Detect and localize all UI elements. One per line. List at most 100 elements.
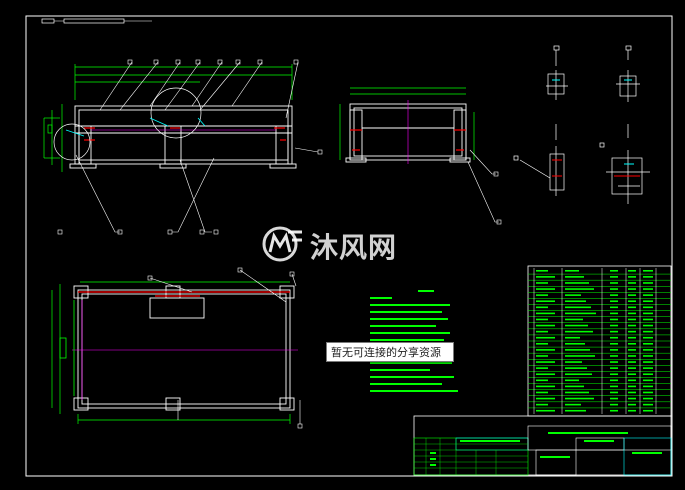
- parts-list-entry: [628, 282, 636, 284]
- parts-list-entry: [610, 288, 618, 290]
- parts-list-entry: [610, 367, 618, 369]
- detail-b: [616, 45, 640, 102]
- parts-list-entry: [628, 318, 636, 321]
- parts-list-entry: [610, 300, 618, 303]
- parts-list-columns: [533, 268, 657, 414]
- parts-list-entry: [536, 385, 555, 388]
- parts-list-entry: [536, 282, 548, 284]
- parts-list-entry: [643, 270, 653, 272]
- parts-list-entry: [643, 288, 653, 290]
- parts-list-entry: [565, 367, 587, 369]
- mf-logo-icon: [262, 226, 302, 262]
- parts-list-entry: [536, 373, 555, 376]
- front-view-outline: [69, 105, 297, 169]
- parts-list-entry: [643, 336, 653, 339]
- parts-list-entry: [643, 373, 653, 376]
- parts-list-entry: [565, 349, 590, 351]
- detail-sections: [513, 45, 650, 204]
- side-view-welds: [350, 129, 466, 151]
- parts-list-entry: [536, 288, 555, 290]
- parts-list-entry: [628, 276, 636, 278]
- parts-list-entry: [643, 385, 653, 388]
- parts-list-entry: [610, 355, 618, 357]
- side-view-dimensions: [339, 87, 475, 160]
- parts-list-entry: [610, 391, 618, 394]
- parts-list-entry: [565, 373, 592, 376]
- parts-list-entry: [628, 391, 636, 394]
- parts-list-entry: [610, 343, 618, 345]
- parts-list-entry: [536, 355, 548, 357]
- detail-highlights: [552, 79, 640, 177]
- parts-list-entry: [643, 379, 653, 382]
- parts-list-entry: [565, 324, 588, 327]
- parts-list-entry: [536, 336, 555, 339]
- parts-list-entry: [565, 343, 585, 345]
- share-tooltip: 暂无可连接的分享资源: [326, 342, 454, 362]
- plan-view-dimensions: [51, 281, 291, 424]
- parts-list-entry: [628, 361, 636, 363]
- front-view-detail-marks: [65, 117, 206, 137]
- parts-list-entry: [628, 324, 636, 327]
- parts-list-entry: [628, 409, 636, 412]
- parts-list-entry: [565, 330, 593, 333]
- parts-list-entry: [565, 270, 579, 272]
- parts-list-entry: [565, 300, 586, 303]
- parts-list-entry: [565, 282, 589, 284]
- plan-view-outline: [73, 285, 295, 411]
- parts-list-entry: [536, 306, 548, 309]
- parts-list-entry: [536, 367, 548, 369]
- watermark-text: 沐风网: [310, 231, 398, 264]
- plan-view-green-features: [59, 300, 75, 396]
- parts-list-entry: [565, 361, 582, 363]
- parts-list-entry: [628, 294, 636, 296]
- drawing-frame: [25, 15, 673, 477]
- front-view-dimensions: [43, 64, 293, 172]
- front-view-balloons: [57, 59, 323, 235]
- parts-list-entry: [536, 349, 555, 351]
- parts-list-entry: [643, 318, 653, 321]
- parts-list-entry: [565, 276, 584, 278]
- parts-list-entry: [565, 385, 584, 388]
- parts-list-entry: [643, 403, 653, 406]
- parts-list-entry: [643, 361, 653, 363]
- parts-list-entry: [610, 373, 618, 376]
- parts-list-entry: [643, 409, 653, 412]
- parts-list-entry: [643, 294, 653, 296]
- parts-list-entry: [536, 330, 548, 333]
- parts-list-entry: [628, 312, 636, 315]
- parts-list-entry: [536, 397, 555, 400]
- parts-list-entry: [565, 312, 596, 315]
- parts-list-entry: [643, 349, 653, 351]
- front-view-welds: [84, 127, 286, 141]
- parts-list-entry: [628, 349, 636, 351]
- parts-list-entry: [565, 379, 579, 382]
- parts-list: [527, 265, 672, 417]
- parts-list-entry: [643, 367, 653, 369]
- parts-list-entry: [610, 270, 618, 272]
- parts-list-entry: [610, 336, 618, 339]
- parts-list-entry: [536, 324, 555, 327]
- parts-list-entry: [643, 355, 653, 357]
- parts-list-entry: [565, 355, 595, 357]
- parts-list-entry: [628, 330, 636, 333]
- parts-list-entry: [536, 300, 555, 303]
- parts-list-entry: [565, 336, 580, 339]
- parts-list-entry: [610, 324, 618, 327]
- parts-list-entry: [610, 294, 618, 296]
- parts-list-entry: [628, 306, 636, 309]
- parts-list-entry: [565, 403, 581, 406]
- parts-list-entry: [643, 343, 653, 345]
- parts-list-entry: [565, 397, 594, 400]
- parts-list-entry: [565, 409, 586, 412]
- parts-list-entry: [610, 379, 618, 382]
- parts-list-entry: [536, 270, 548, 272]
- detail-c: [513, 124, 565, 196]
- parts-list-entry: [628, 270, 636, 272]
- parts-list-entry: [628, 300, 636, 303]
- parts-list-entry: [628, 403, 636, 406]
- parts-list-entry: [536, 379, 548, 382]
- parts-list-entry: [643, 330, 653, 333]
- title-block-entries: [430, 432, 662, 466]
